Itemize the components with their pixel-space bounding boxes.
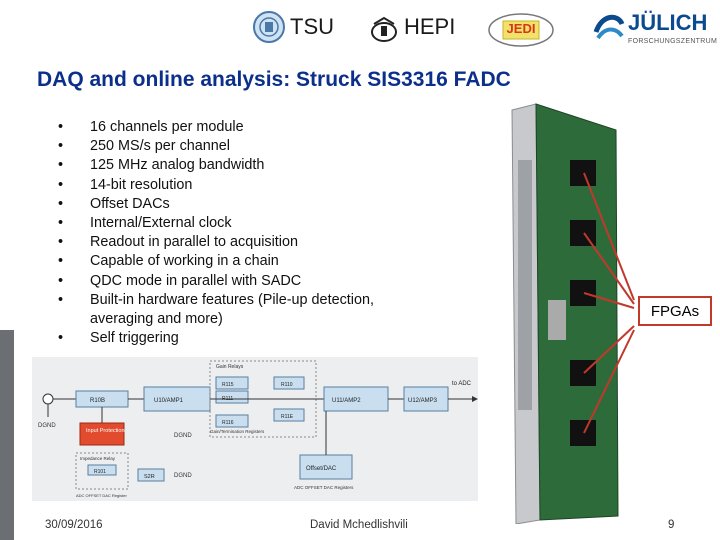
julich-logo-text: JÜLICH: [628, 10, 708, 35]
fpga-arrow: [583, 172, 635, 301]
r101-label: R101: [94, 469, 106, 475]
offset-dac-label: Offset/DAC: [306, 466, 337, 472]
fpga-arrow: [583, 329, 635, 434]
input-protection-label: Input Protection: [86, 428, 125, 434]
input-connector-icon: [42, 393, 54, 405]
r115-label: R115: [222, 382, 234, 388]
chip: [570, 160, 596, 186]
r110-label: R110: [281, 382, 293, 388]
dgnd-label-mid: DGND: [174, 433, 192, 439]
u12-amp3-label: U12/AMP3: [408, 398, 438, 404]
feature-item: Self triggering: [58, 329, 428, 348]
feature-item: 250 MS/s per channel: [58, 137, 428, 156]
gain-relays-label: Gain Relays: [216, 364, 244, 370]
r101-box: [87, 464, 117, 476]
chip: [570, 420, 596, 446]
r111-box: [215, 390, 249, 404]
tsu-logo-text: TSU: [290, 14, 334, 39]
fpga-arrow: [583, 232, 635, 305]
hepi-logo-icon: [368, 14, 400, 46]
slide-title: DAQ and online analysis: Struck SIS3316 …: [37, 68, 511, 91]
fpgas-callout: FPGAs: [638, 296, 712, 326]
feature-item: QDC mode in parallel with SADC: [58, 272, 428, 291]
feature-list: 16 channels per module 250 MS/s per chan…: [58, 118, 428, 349]
lemo-connectors: [518, 160, 532, 410]
r10b-label: R10B: [90, 398, 105, 404]
s2r-label: S2R: [144, 474, 155, 480]
r11e-box: [273, 408, 305, 422]
dgnd-label-left: DGND: [38, 423, 56, 429]
julich-logo-icon: [592, 10, 626, 44]
tsu-logo-icon: [252, 10, 286, 44]
s2r-box: [137, 468, 165, 482]
feature-item: Internal/External clock: [58, 214, 428, 233]
hepi-logo-text: HEPI: [404, 14, 456, 39]
footer-date: 30/09/2016: [45, 519, 103, 531]
jedi-logo-text: JEDI: [506, 21, 536, 36]
sfp-cage: [548, 300, 566, 340]
feature-item: Built-in hardware features (Pile-up dete…: [58, 291, 428, 329]
feature-item: Offset DACs: [58, 195, 428, 214]
feature-item: Capable of working in a chain: [58, 252, 428, 271]
input-protection-box: [79, 422, 125, 446]
feature-item: 16 channels per module: [58, 118, 428, 137]
r110-box: [273, 376, 305, 390]
r116-box: [215, 414, 249, 428]
adc-offset-register-label: ADC OFFSET DAC Register: [76, 493, 127, 498]
fpga-arrow: [583, 292, 635, 309]
julich-logo-subtitle: FORSCHUNGSZENTRUM: [628, 38, 718, 45]
footer-page-number: 9: [668, 519, 675, 531]
jedi-logo: JEDI: [487, 12, 555, 48]
u10-amp1-box: [143, 386, 211, 412]
u12-amp3-box: [403, 386, 449, 412]
feature-item: 125 MHz analog bandwidth: [58, 156, 428, 175]
left-accent-bar: [0, 330, 14, 540]
feature-item: 14-bit resolution: [58, 176, 428, 195]
r116-label: R116: [222, 420, 234, 426]
feature-item: Readout in parallel to acquisition: [58, 233, 428, 252]
impedance-relay-label: Impedance Relay: [80, 456, 116, 461]
to-adc-label: to ADC: [452, 381, 472, 387]
output-arrow-icon: [472, 396, 478, 402]
impedance-relay-frame: [75, 452, 129, 490]
footer-author: David Mchedlishvili: [310, 519, 408, 531]
dgnd-label-bottom: DGND: [174, 473, 192, 479]
fpga-arrow: [583, 325, 635, 374]
u10-amp1-label: U10/AMP1: [154, 398, 184, 404]
u11-amp2-label: U11/AMP2: [332, 398, 361, 404]
chip: [570, 220, 596, 246]
analog-frontend-diagram: DGND R10B U10/AMP1 Gain Relays R115 R110…: [32, 357, 478, 501]
r115-box: [215, 376, 249, 390]
chip: [570, 360, 596, 386]
chip: [570, 280, 596, 306]
r11e-label: R11E: [281, 414, 294, 420]
gain-termination-label: Gain/Termination Registers: [210, 429, 265, 434]
fadc-board-photo: [478, 100, 638, 524]
adc-offset-dac-registers-label: ADC OFFSET DAC Registers: [294, 485, 354, 490]
